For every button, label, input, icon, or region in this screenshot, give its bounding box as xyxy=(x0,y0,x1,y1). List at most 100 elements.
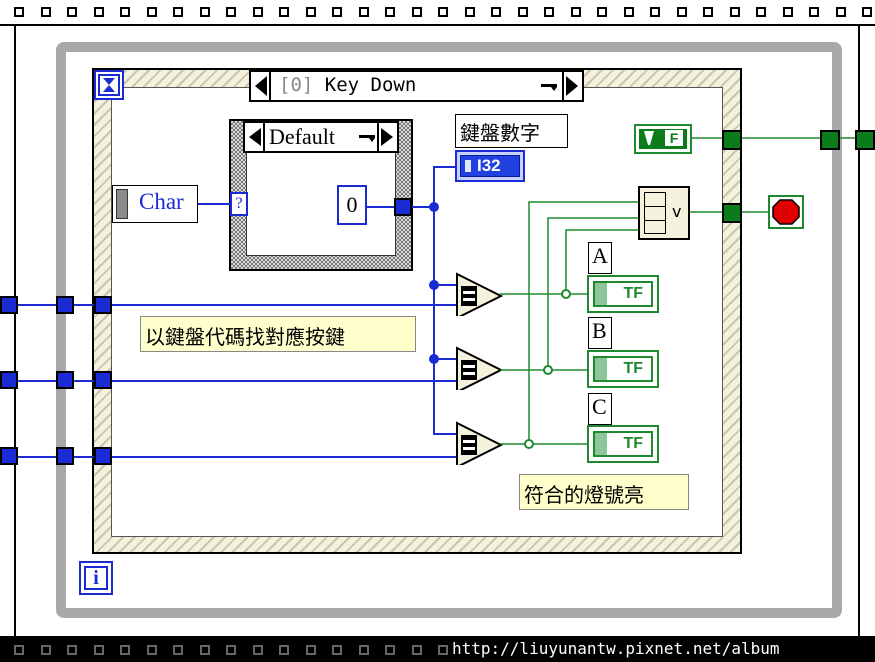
loop-tunnel-a[interactable] xyxy=(56,296,74,314)
sprocket-hole xyxy=(491,7,501,17)
equal-icon[interactable] xyxy=(455,346,505,390)
control-value: F xyxy=(665,130,683,146)
sprocket-hole xyxy=(650,7,660,17)
event-case-label: [0] Key Down xyxy=(279,74,416,96)
case-selector-text: Default xyxy=(269,124,335,149)
sprocket-hole xyxy=(756,7,766,17)
led-indicator-b[interactable]: TF xyxy=(587,350,659,388)
case-selector-terminal[interactable]: ? xyxy=(230,192,248,216)
wire-junction xyxy=(429,354,439,364)
led-indicator-c[interactable]: TF xyxy=(587,425,659,463)
event-bool-tunnel-in[interactable] xyxy=(722,130,742,150)
event-tunnel-c[interactable] xyxy=(94,447,112,465)
info-icon[interactable]: i xyxy=(79,561,113,595)
sprocket-hole xyxy=(146,7,157,17)
control-glyph-icon xyxy=(644,131,654,145)
equal-icon[interactable] xyxy=(455,421,505,465)
wire-junction xyxy=(429,280,439,290)
match-note: 符合的燈號亮 xyxy=(519,474,689,510)
event-data-node[interactable]: Char xyxy=(112,185,198,223)
sprocket-hole xyxy=(729,7,740,17)
event-tunnel-b[interactable] xyxy=(94,371,112,389)
film-strip-top xyxy=(0,0,875,26)
sprocket-hole xyxy=(438,645,448,655)
i32-indicator[interactable]: I32 xyxy=(455,150,525,182)
wire-input-a xyxy=(0,304,457,306)
loop-bool-tunnel[interactable] xyxy=(820,130,840,150)
sprocket-hole xyxy=(411,7,422,17)
i32-indicator-body: I32 xyxy=(460,155,520,177)
sprocket-hole xyxy=(120,7,130,17)
sprocket-hole xyxy=(358,7,369,17)
sprocket-hole xyxy=(226,7,236,17)
sprocket-hole xyxy=(252,645,263,655)
next-case-arrow-icon[interactable] xyxy=(562,72,582,100)
input-terminal-c[interactable] xyxy=(0,447,18,465)
array-cells xyxy=(644,192,666,234)
input-terminal-a[interactable] xyxy=(0,296,18,314)
sprocket-hole xyxy=(93,645,104,655)
case-output-tunnel[interactable] xyxy=(394,198,412,216)
led-label-c: C xyxy=(588,393,612,425)
loop-tunnel-c[interactable] xyxy=(56,447,74,465)
hourglass-icon[interactable] xyxy=(94,70,124,100)
sprocket-hole xyxy=(385,645,395,655)
numeric-constant[interactable]: 0 xyxy=(337,185,367,225)
wire-vertical-bus xyxy=(433,166,435,434)
event-bool-tunnel-out[interactable] xyxy=(722,203,742,223)
sprocket-hole xyxy=(67,7,77,17)
wire-bus-to-eq3 xyxy=(433,433,457,435)
previous-case-arrow-icon[interactable] xyxy=(245,123,265,151)
sprocket-hole xyxy=(120,645,130,655)
led-label-b: B xyxy=(588,317,612,349)
sprocket-hole xyxy=(862,7,872,17)
indicator-label: 鍵盤數字 xyxy=(455,114,568,148)
sprocket-hole xyxy=(411,645,422,655)
sprocket-hole xyxy=(570,7,581,17)
film-strip-bottom xyxy=(0,636,875,662)
event-tunnel-a[interactable] xyxy=(94,296,112,314)
case-selector[interactable]: Default xyxy=(243,121,399,153)
loop-tunnel-b[interactable] xyxy=(56,371,74,389)
sprocket-hole xyxy=(623,7,634,17)
event-data-node-handle xyxy=(116,189,128,219)
led-indicator-a-body: TF xyxy=(593,281,653,307)
wire-bus-to-eq1 xyxy=(433,284,457,286)
output-bool-terminal[interactable] xyxy=(855,130,875,150)
sprocket-hole xyxy=(173,645,183,655)
sprocket-hole xyxy=(67,645,77,655)
find-key-note: 以鍵盤代碼找對應按鍵 xyxy=(140,316,416,352)
sprocket-hole xyxy=(385,7,395,17)
frame-right-edge xyxy=(858,26,875,636)
sprocket-hole xyxy=(332,7,342,17)
or-array-icon[interactable]: v xyxy=(638,186,690,240)
sprocket-hole xyxy=(93,7,104,17)
sprocket-hole xyxy=(835,7,846,17)
input-terminal-b[interactable] xyxy=(0,371,18,389)
next-case-arrow-icon[interactable] xyxy=(377,123,397,151)
sprocket-hole xyxy=(809,7,819,17)
char-label: Char xyxy=(139,189,184,214)
case-dropdown-icon[interactable] xyxy=(541,79,559,93)
sprocket-hole xyxy=(544,7,554,17)
sprocket-hole xyxy=(597,7,607,17)
led-label-a: A xyxy=(588,242,612,274)
boolean-control[interactable]: F xyxy=(634,124,692,154)
sprocket-hole xyxy=(14,7,24,17)
previous-case-arrow-icon[interactable] xyxy=(251,72,271,100)
stop-icon[interactable] xyxy=(768,195,804,229)
wire-to-indicator xyxy=(433,166,457,168)
sprocket-hole xyxy=(40,645,51,655)
sprocket-hole xyxy=(252,7,263,17)
sprocket-hole xyxy=(332,645,342,655)
led-indicator-a[interactable]: TF xyxy=(587,275,659,313)
case-dropdown-icon[interactable] xyxy=(359,131,377,145)
event-case-index: [0] xyxy=(279,74,314,96)
sprocket-hole xyxy=(279,645,289,655)
equal-icon[interactable] xyxy=(455,272,505,316)
led-indicator-b-body: TF xyxy=(593,356,653,382)
event-case-selector[interactable]: [0] Key Down xyxy=(249,70,584,102)
sprocket-hole xyxy=(305,645,316,655)
sprocket-hole xyxy=(358,645,369,655)
watermark-url: http://liuyunantw.pixnet.net/album xyxy=(452,639,780,658)
